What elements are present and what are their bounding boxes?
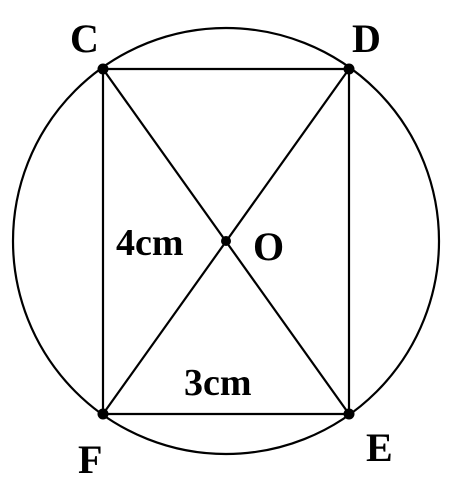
point-d — [343, 63, 355, 75]
label-f: F — [78, 437, 102, 482]
label-c: C — [70, 16, 99, 61]
point-f — [97, 408, 109, 420]
length-label-half-diagonal: 4cm — [116, 222, 184, 264]
label-e: E — [366, 425, 393, 470]
length-label-bottom-side: 3cm — [184, 362, 252, 404]
label-d: D — [352, 16, 381, 61]
circumscribed-circle — [11, 26, 441, 456]
label-o: O — [253, 224, 284, 269]
point-o — [221, 236, 231, 246]
point-e — [343, 408, 355, 420]
point-c — [97, 63, 109, 75]
